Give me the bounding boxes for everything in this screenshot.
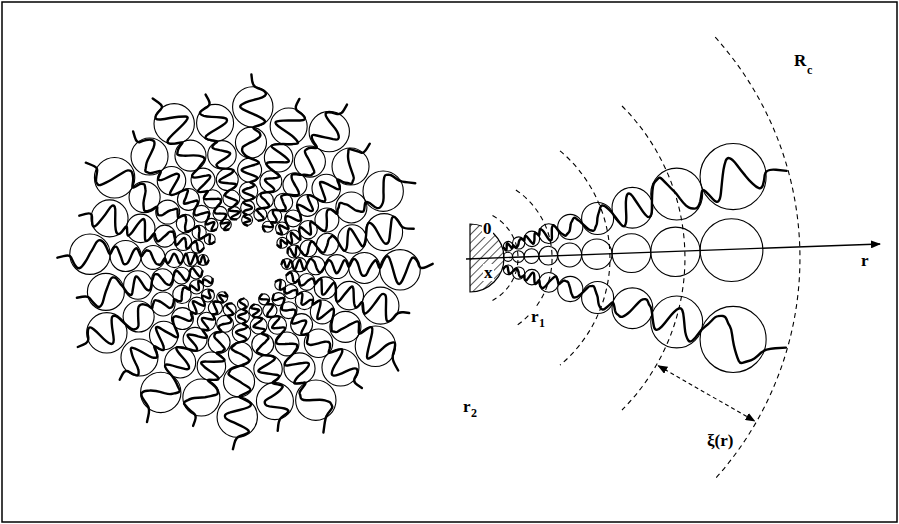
radius-label: R (793, 52, 807, 69)
polymer-chain (277, 175, 415, 248)
polymer-chain (504, 266, 786, 363)
origin-label: 0 (482, 220, 493, 237)
radius-subscript: c (806, 64, 813, 76)
radius-label: r (530, 308, 540, 325)
radius-label: r (462, 398, 472, 415)
polymer-chain (288, 217, 414, 257)
blob (325, 255, 349, 279)
blob (256, 383, 293, 420)
radial-axis (466, 244, 880, 259)
polymer-chain (133, 131, 216, 230)
blob (165, 249, 183, 267)
dashed-arc (516, 190, 552, 326)
polymer-chain (273, 295, 362, 389)
blob-size-arrow (658, 366, 754, 421)
polymer-chain (240, 75, 266, 226)
dashed-arc (560, 151, 610, 365)
polymer-chain (184, 303, 233, 426)
polymer-chain (120, 290, 213, 380)
polymer-chain (277, 144, 370, 235)
blob (124, 271, 152, 299)
blob (700, 144, 766, 210)
dashed-arc (715, 37, 800, 479)
blob-sector (466, 37, 880, 479)
blob (651, 296, 703, 348)
polymer-chain (257, 99, 305, 221)
blob-size-label: ξ(r) (706, 432, 734, 449)
dashed-arc (622, 106, 685, 410)
blob (349, 252, 380, 283)
radius-subscript: 2 (470, 407, 478, 419)
blob (110, 240, 141, 271)
axis-label: r (860, 252, 870, 269)
star-polymer (57, 75, 432, 450)
polymer-chain (225, 299, 251, 450)
radius-subscript: 1 (538, 317, 546, 329)
axis-label: x (483, 264, 494, 281)
polymer-chain (282, 256, 433, 284)
polymer-chain (504, 158, 787, 250)
polymer-chain (276, 280, 398, 371)
